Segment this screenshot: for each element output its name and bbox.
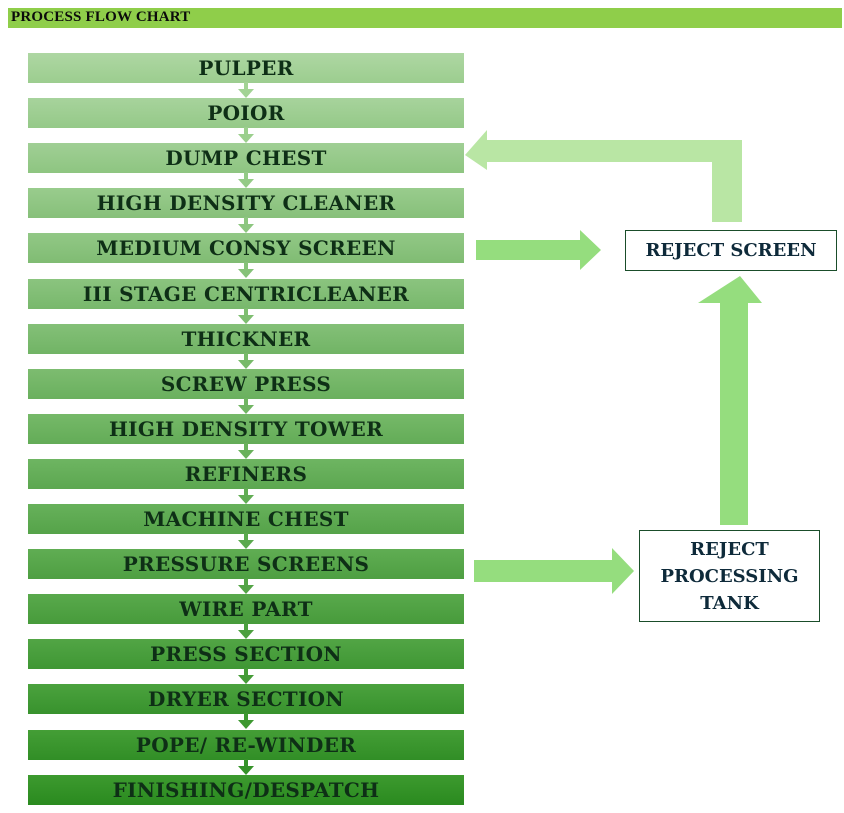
step-pressure-screens: PRESSURE SCREENS <box>28 549 464 579</box>
connector-arrow <box>238 578 254 594</box>
step-high-density-tower: HIGH DENSITY TOWER <box>28 414 464 444</box>
step-press-section: PRESS SECTION <box>28 639 464 669</box>
connector-arrow <box>238 713 254 729</box>
reject-processing-tank-box: REJECT PROCESSING TANK <box>639 530 820 622</box>
step-pope-re-winder: POPE/ RE-WINDER <box>28 730 464 760</box>
step-dryer-section: DRYER SECTION <box>28 684 464 714</box>
connector-arrow <box>238 82 254 98</box>
arrow-tank-to-reject-screen <box>698 276 762 525</box>
step-refiners: REFINERS <box>28 459 464 489</box>
step-screw-press: SCREW PRESS <box>28 369 464 399</box>
connector-arrow <box>238 127 254 143</box>
arrow-return-to-dump-chest <box>465 130 742 222</box>
arrow-to-reject-screen <box>476 230 601 270</box>
step-dump-chest: DUMP CHEST <box>28 143 464 173</box>
step-machine-chest: MACHINE CHEST <box>28 504 464 534</box>
reject-tank-line-1: REJECT <box>690 538 769 560</box>
connector-arrow <box>238 353 254 369</box>
connector-arrow <box>238 308 254 324</box>
step-thickner: THICKNER <box>28 324 464 354</box>
connector-arrow <box>238 488 254 504</box>
reject-screen-label: REJECT SCREEN <box>645 240 817 261</box>
connector-arrow <box>238 533 254 549</box>
connector-arrow <box>238 759 254 775</box>
step-pulper: PULPER <box>28 53 464 83</box>
step-poior: POIOR <box>28 98 464 128</box>
connector-arrow <box>238 668 254 684</box>
step-high-density-cleaner: HIGH DENSITY CLEANER <box>28 188 464 218</box>
step-connectors <box>238 82 254 775</box>
reject-tank-line-2: PROCESSING <box>660 565 799 587</box>
reject-tank-line-3: TANK <box>700 592 759 614</box>
step-iii-stage-centricleaner: III STAGE CENTRICLEANER <box>28 279 464 309</box>
connector-arrow <box>238 217 254 233</box>
connector-arrow <box>238 398 254 414</box>
connector-arrow <box>238 262 254 278</box>
page-title: PROCESS FLOW CHART <box>11 9 191 25</box>
arrow-to-reject-tank <box>474 548 634 594</box>
step-wire-part: WIRE PART <box>28 594 464 624</box>
connector-arrow <box>238 172 254 188</box>
connector-arrow <box>238 623 254 639</box>
header-bar: PROCESS FLOW CHART <box>8 8 842 28</box>
reject-screen-box: REJECT SCREEN <box>625 230 837 271</box>
connector-arrow <box>238 443 254 459</box>
step-medium-consy-screen: MEDIUM CONSY SCREEN <box>28 233 464 263</box>
step-finishing-despatch: FINISHING/DESPATCH <box>28 775 464 805</box>
